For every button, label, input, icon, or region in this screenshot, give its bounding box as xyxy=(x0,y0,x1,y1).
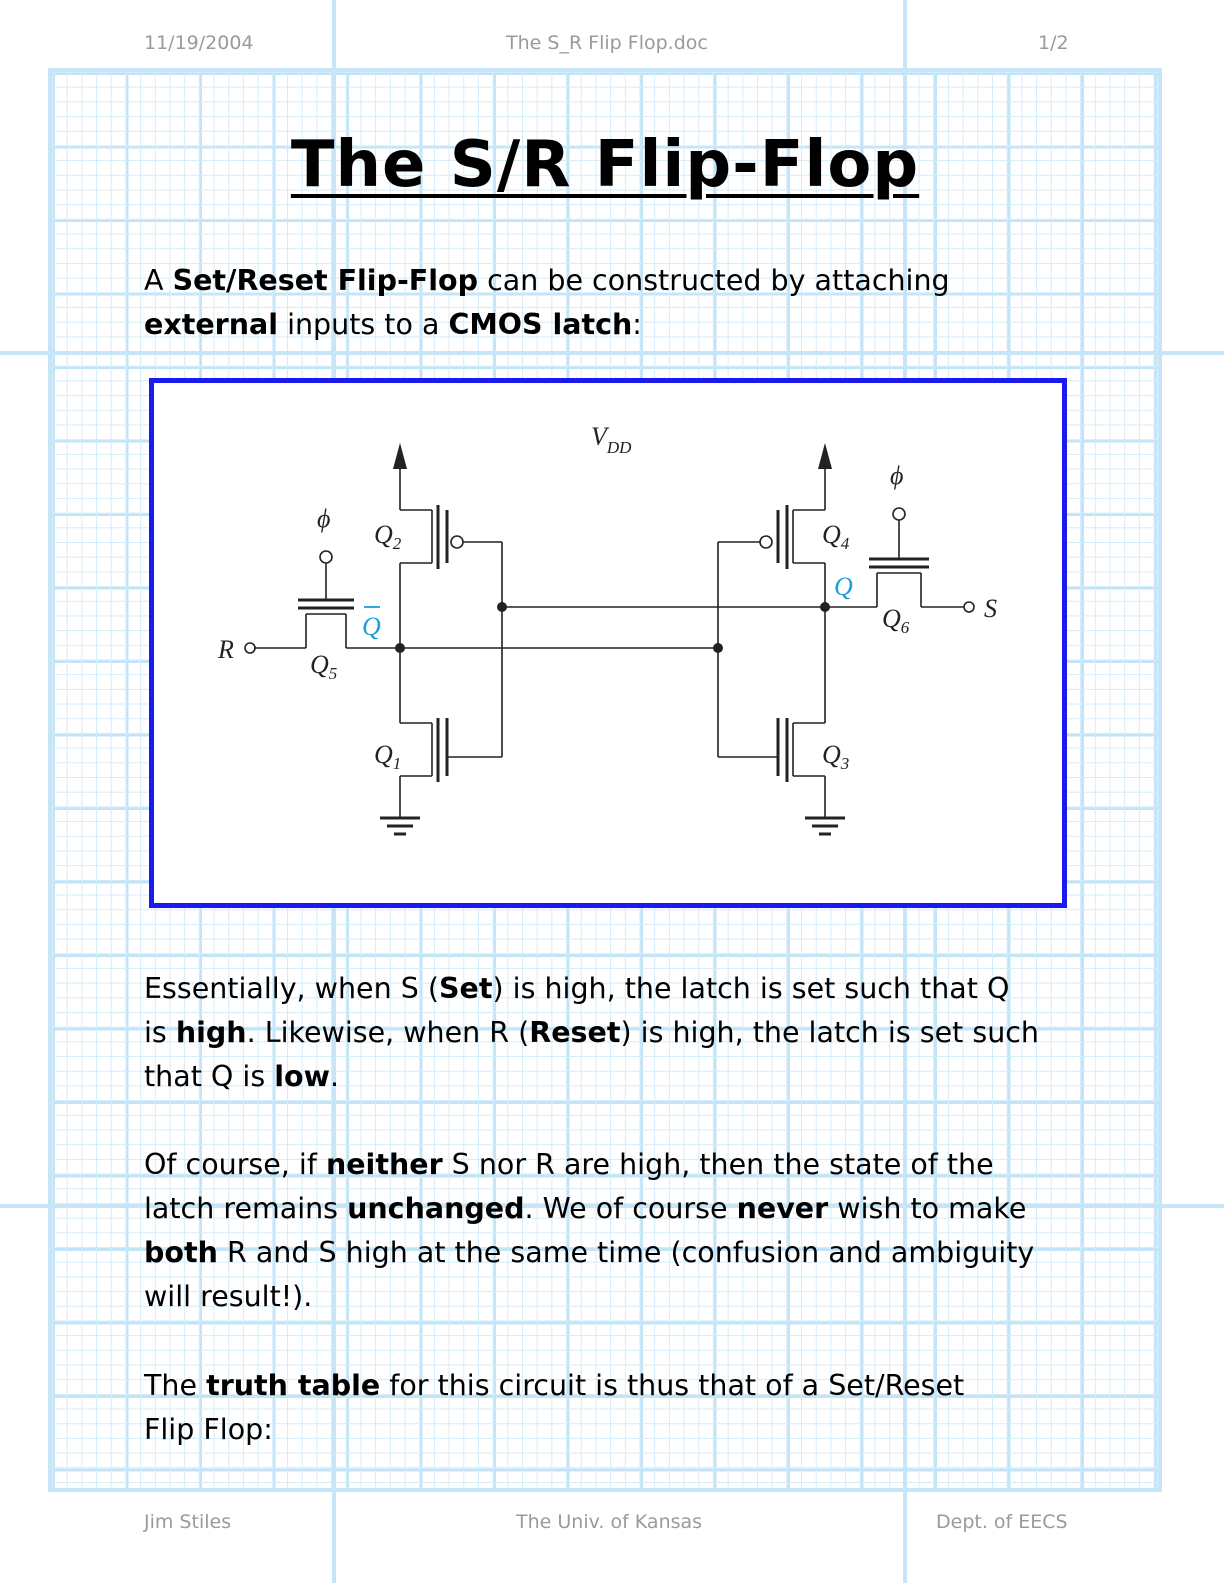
q5-label: Q5 xyxy=(310,650,337,683)
footer-author: Jim Stiles xyxy=(144,1511,232,1533)
header-page-number: 1/2 xyxy=(1038,32,1069,54)
qbar-output-label: Q xyxy=(362,612,381,641)
page-rule xyxy=(0,351,1224,355)
r-input-label: R xyxy=(217,635,234,664)
phi-right-label: ϕ xyxy=(890,461,903,490)
footer-university: The Univ. of Kansas xyxy=(516,1511,703,1533)
phi-left-label: ϕ xyxy=(317,504,330,533)
q3-label: Q3 xyxy=(822,740,849,773)
set-reset-description: Essentially, when S (Set) is high, the l… xyxy=(144,972,1039,1093)
s-input-label: S xyxy=(984,594,997,623)
page-rule xyxy=(0,1204,1224,1208)
q1-label: Q1 xyxy=(374,740,401,773)
footer-department: Dept. of EECS xyxy=(936,1511,1068,1533)
intro-paragraph: A Set/Reset Flip-Flop can be constructed… xyxy=(144,264,950,341)
q4-label: Q4 xyxy=(822,520,850,553)
unchanged-state-description: Of course, if neither S nor R are high, … xyxy=(144,1148,1035,1313)
sr-flipflop-schematic: VDD ϕ ϕ R S Q2 Q1 Q4 Q3 Q5 Q6 Q Q xyxy=(217,422,997,836)
q2-label: Q2 xyxy=(374,520,402,553)
circuit-figure: VDD ϕ ϕ R S Q2 Q1 Q4 Q3 Q5 Q6 Q Q xyxy=(149,378,1067,908)
header-date: 11/19/2004 xyxy=(144,32,254,54)
page-title: The S/R Flip-Flop xyxy=(290,128,920,202)
vdd-label: VDD xyxy=(591,422,632,457)
q6-label: Q6 xyxy=(882,604,910,637)
header-filename: The S_R Flip Flop.doc xyxy=(506,32,708,54)
q-output-label: Q xyxy=(834,572,853,601)
truth-table-intro: The truth table for this circuit is thus… xyxy=(144,1369,965,1446)
